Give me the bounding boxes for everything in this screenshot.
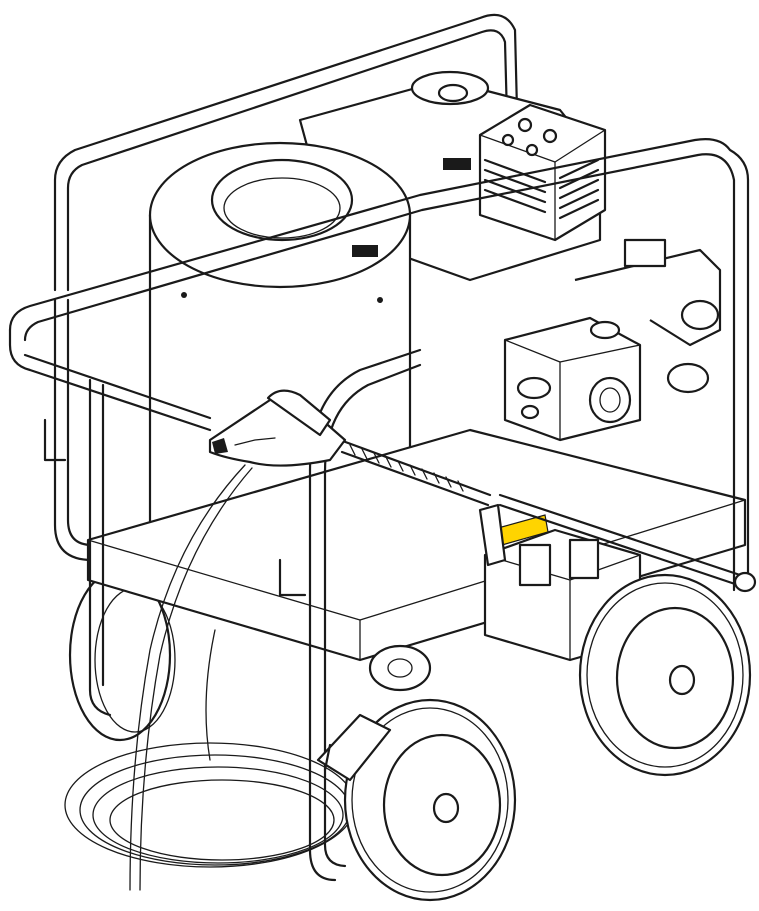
base-platform bbox=[86, 428, 747, 662]
front-bracket bbox=[316, 713, 392, 782]
front-frame bbox=[8, 138, 750, 882]
pressure-switch bbox=[623, 238, 667, 268]
hose-hooks bbox=[43, 418, 307, 597]
hose-coil bbox=[64, 742, 356, 868]
trigger-gun bbox=[208, 389, 347, 467]
wand-grip bbox=[478, 503, 507, 567]
pump-assembly bbox=[503, 238, 722, 442]
spray-wand bbox=[338, 438, 757, 593]
exhaust-flue bbox=[210, 158, 354, 242]
front-left-wheel bbox=[343, 698, 517, 902]
high-pressure-hose bbox=[129, 464, 253, 891]
drum-label bbox=[352, 245, 378, 257]
engine-badge bbox=[443, 158, 471, 170]
front-right-wheel bbox=[578, 573, 752, 777]
rear-right-wheel bbox=[368, 644, 432, 692]
air-filter-box bbox=[478, 103, 607, 242]
